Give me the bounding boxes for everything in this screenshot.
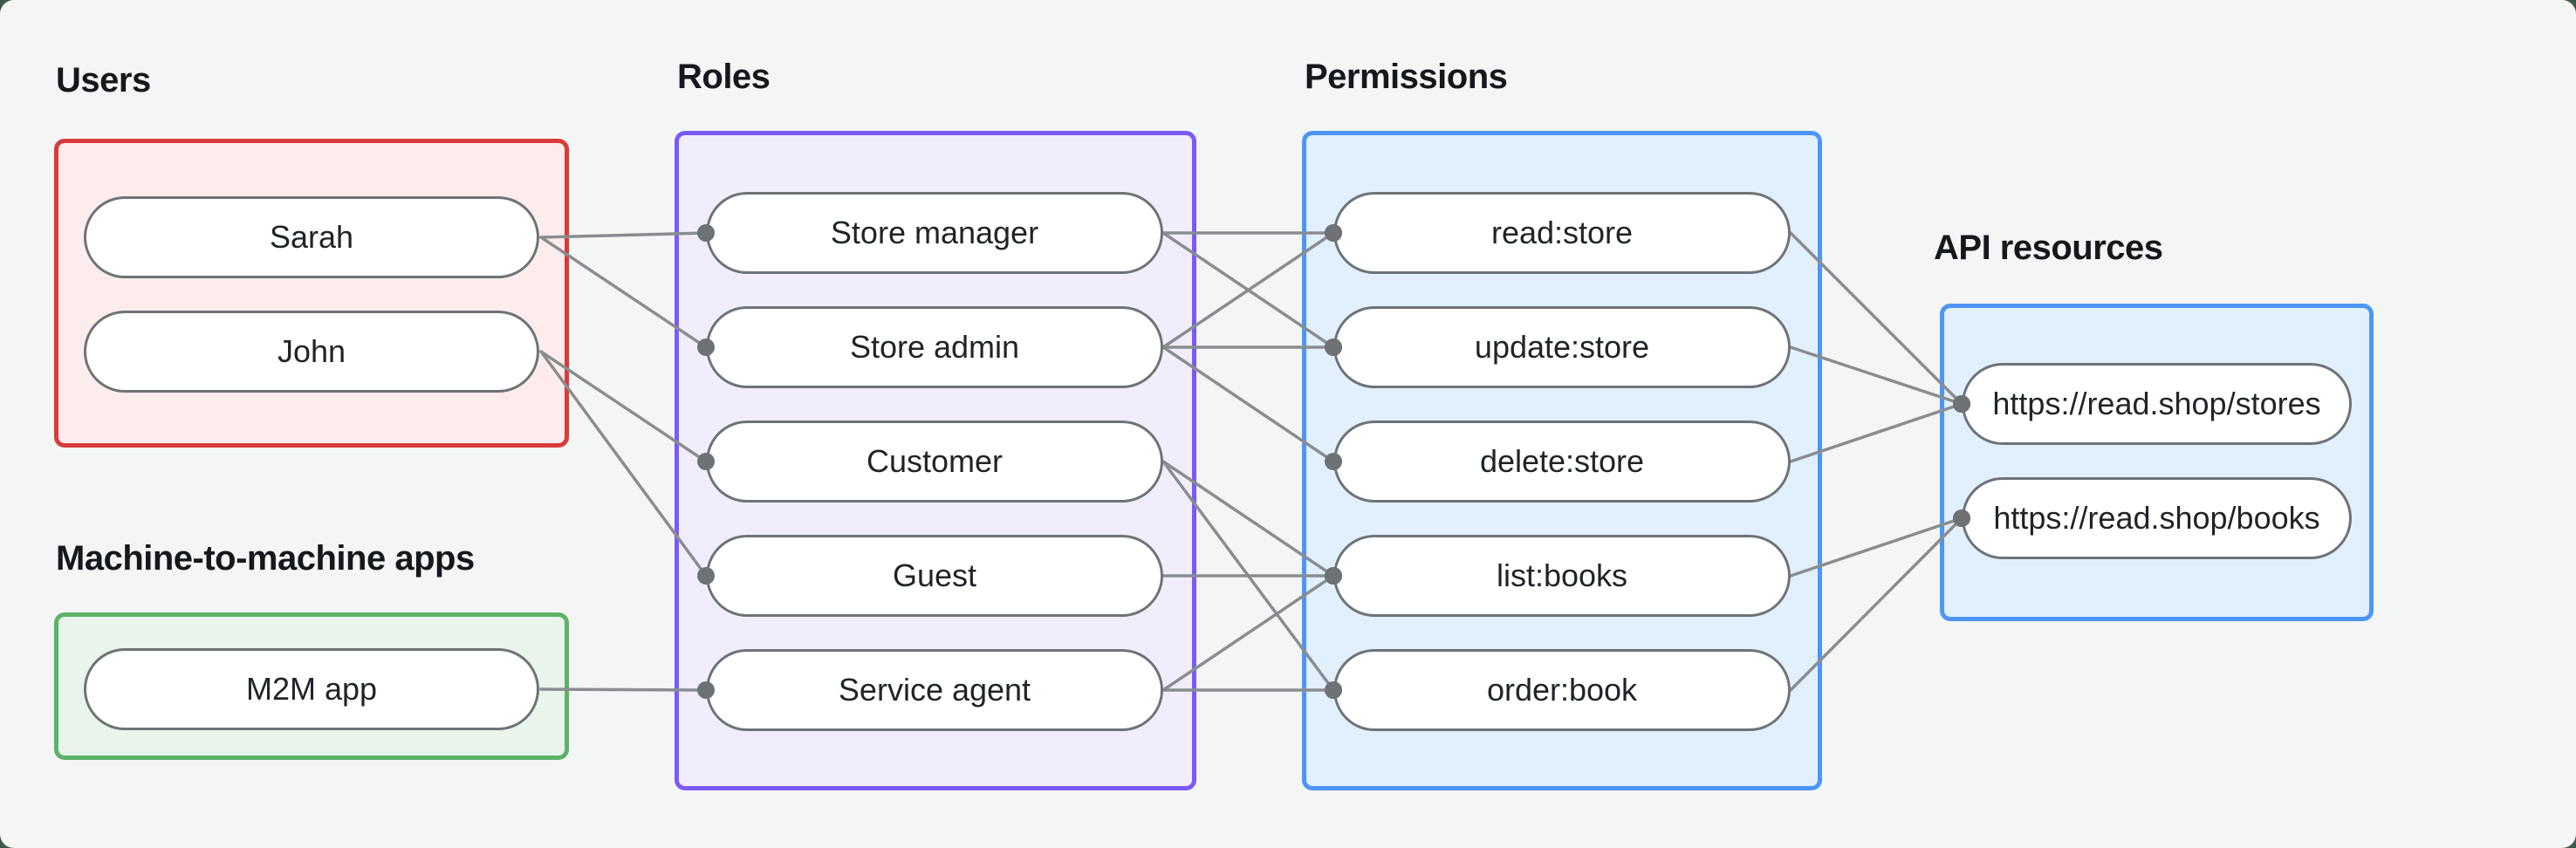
- node-order-book: order:book: [1333, 649, 1791, 731]
- permissions-group-title: Permissions: [1305, 58, 1508, 96]
- node-api-books: https://read.shop/books: [1962, 477, 2352, 559]
- node-store-admin: Store admin: [706, 306, 1163, 388]
- node-m2m-app: M2M app: [84, 648, 539, 730]
- users-group-box: [54, 139, 569, 448]
- node-service-agent: Service agent: [706, 649, 1163, 731]
- api-resources-group-box: [1940, 304, 2374, 621]
- node-update-store: update:store: [1333, 306, 1791, 388]
- roles-group-title: Roles: [677, 58, 771, 96]
- node-list-books: list:books: [1333, 535, 1791, 617]
- node-guest: Guest: [706, 535, 1163, 617]
- node-api-stores: https://read.shop/stores: [1962, 363, 2352, 445]
- node-john: John: [84, 311, 539, 393]
- node-read-store: read:store: [1333, 192, 1791, 274]
- m2m-apps-group-title: Machine-to-machine apps: [56, 539, 475, 578]
- users-group-title: Users: [56, 61, 151, 99]
- node-customer: Customer: [706, 421, 1163, 503]
- node-delete-store: delete:store: [1333, 421, 1791, 503]
- node-sarah: Sarah: [84, 196, 539, 278]
- api-resources-group-title: API resources: [1934, 229, 2163, 267]
- node-store-manager: Store manager: [706, 192, 1163, 274]
